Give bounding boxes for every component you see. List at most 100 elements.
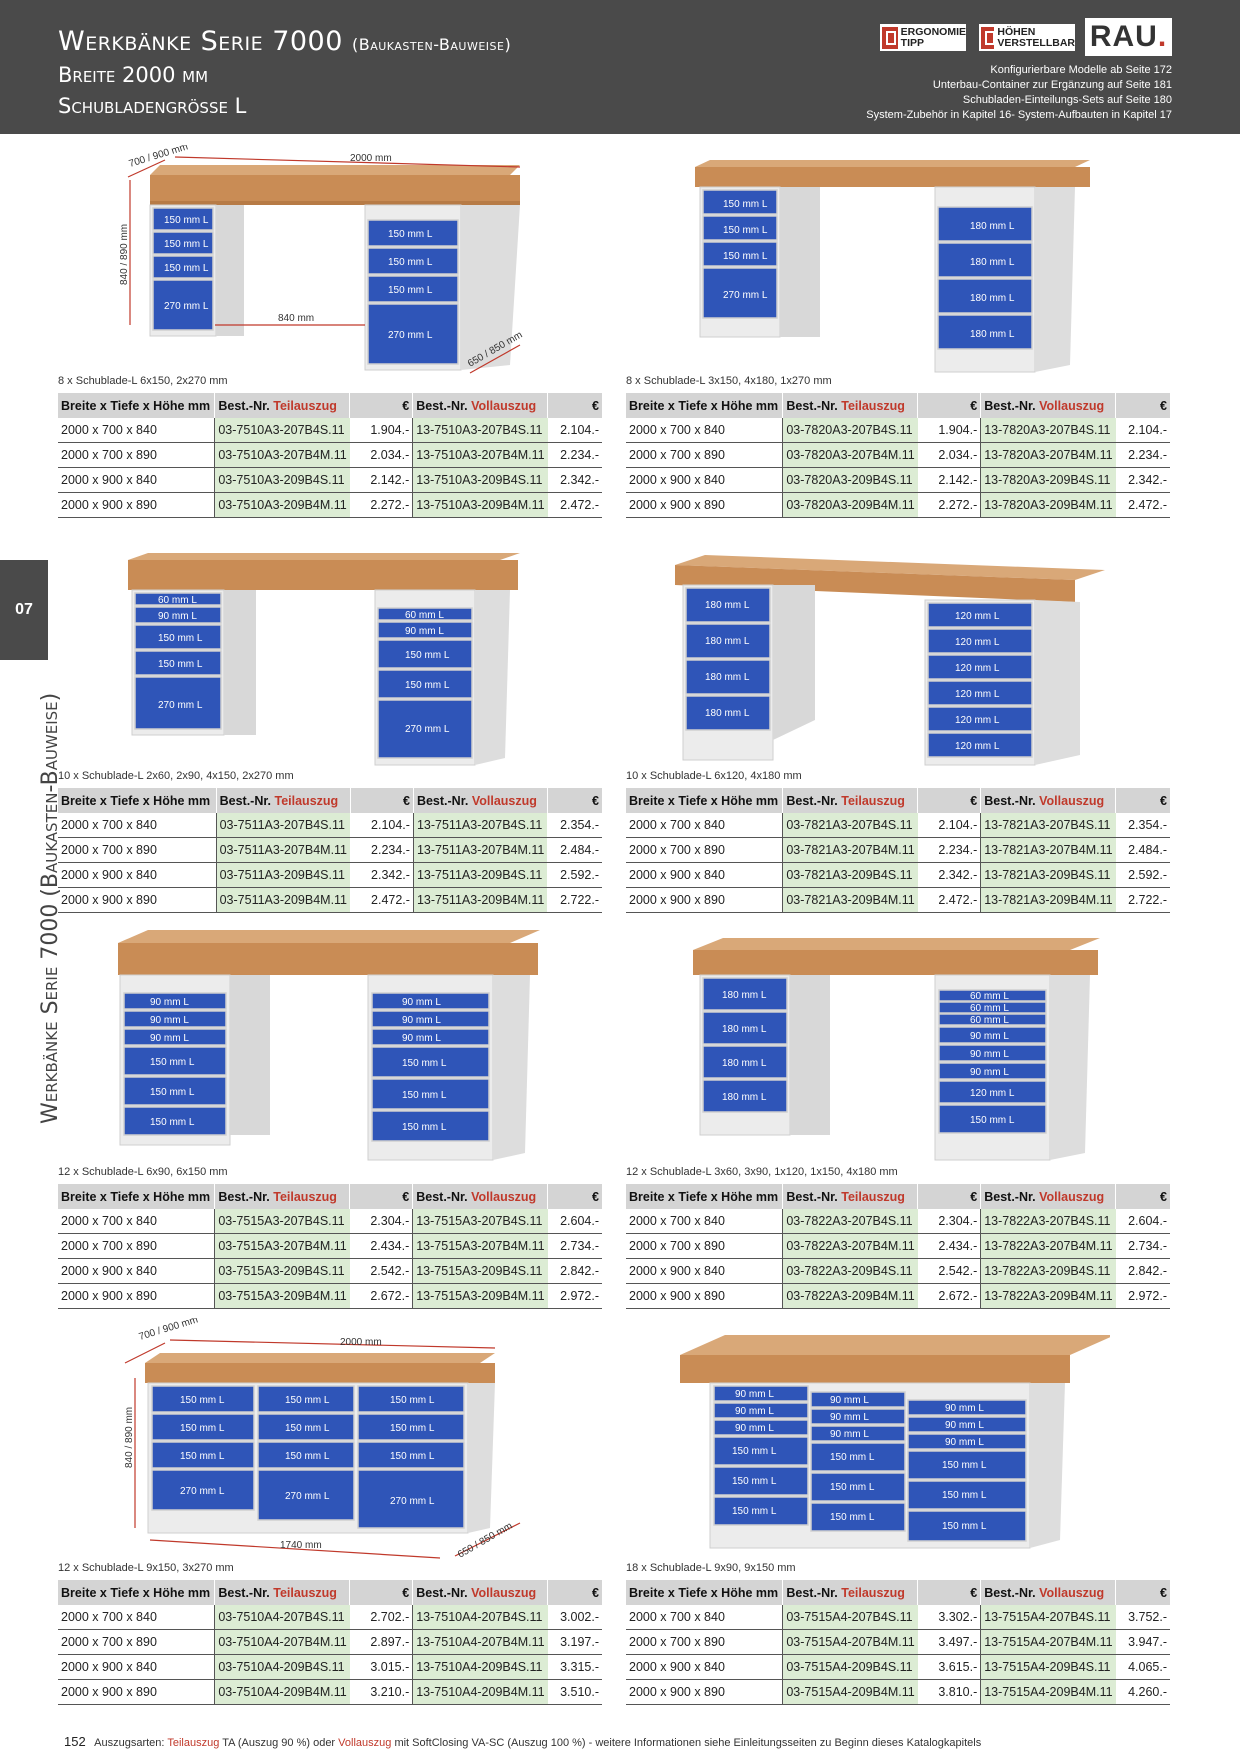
workbench-image-3: 60 mm L 90 mm L 150 mm L 150 mm L 270 mm… bbox=[128, 553, 520, 766]
drawer-label: 150 mm L bbox=[970, 1115, 1015, 1126]
drawer-label: 150 mm L bbox=[164, 215, 209, 226]
drawer-label: 150 mm L bbox=[942, 1521, 987, 1532]
drawer-label: 90 mm L bbox=[945, 1437, 984, 1448]
page-subtitle-drawer-size: Schubladengrösse L bbox=[58, 94, 247, 118]
drawer-label: 120 mm L bbox=[955, 741, 1000, 752]
table-header-row: Breite x Tiefe x Höhe mm Best.-Nr. Teila… bbox=[626, 1580, 1170, 1605]
drawer-label: 150 mm L bbox=[158, 659, 203, 670]
drawer-label: 90 mm L bbox=[735, 1406, 774, 1417]
drawer-label: 60 mm L bbox=[158, 595, 197, 606]
drawer-label: 90 mm L bbox=[150, 1033, 189, 1044]
table-header-row: Breite x Tiefe x Höhe mm Best.-Nr. Teila… bbox=[58, 788, 602, 813]
drawer-label: 90 mm L bbox=[405, 626, 444, 637]
product-caption: 8 x Schublade-L 3x150, 4x180, 1x270 mm bbox=[626, 375, 832, 387]
col-size-header: Breite x Tiefe x Höhe mm bbox=[58, 393, 215, 418]
price-table: Breite x Tiefe x Höhe mm Best.-Nr. Teila… bbox=[626, 1184, 1170, 1309]
page-number: 152 bbox=[64, 1734, 86, 1749]
workbench-image-1: 150 mm L 150 mm L 150 mm L 270 mm L 150 … bbox=[120, 145, 524, 374]
drawer-label: 180 mm L bbox=[970, 329, 1015, 340]
product-caption: 18 x Schublade-L 9x90, 9x150 mm bbox=[626, 1562, 796, 1574]
drawer-label: 150 mm L bbox=[723, 199, 768, 210]
drawer-label: 120 mm L bbox=[955, 637, 1000, 648]
col-teilauszug-header: Best.-Nr. Teilauszug bbox=[214, 393, 350, 418]
drawer-label: 90 mm L bbox=[735, 1423, 774, 1434]
workbench-image-7: 150 mm L 150 mm L 150 mm L 270 mm L 150 … bbox=[124, 1318, 521, 1561]
header-note-3: Schubladen-Einteilungs-Sets auf Seite 18… bbox=[962, 94, 1172, 106]
height-adjust-icon bbox=[981, 26, 996, 49]
workbench-image-2: 150 mm L 150 mm L 150 mm L 270 mm L 180 … bbox=[695, 160, 1090, 373]
header-note-1: Konfigurierbare Modelle ab Seite 172 bbox=[990, 64, 1172, 76]
chapter-tab: 07 bbox=[0, 560, 48, 660]
drawer-label: 90 mm L bbox=[402, 997, 441, 1008]
drawer-label: 180 mm L bbox=[705, 672, 750, 683]
drawer-label: 150 mm L bbox=[732, 1476, 777, 1487]
drawer-label: 150 mm L bbox=[732, 1506, 777, 1517]
table-header-row: Breite x Tiefe x Höhe mm Best.-Nr. Teila… bbox=[58, 393, 602, 418]
drawer-label: 270 mm L bbox=[285, 1491, 330, 1502]
drawer-label: 60 mm L bbox=[970, 991, 1009, 1002]
drawer-label: 180 mm L bbox=[722, 990, 767, 1001]
price-table: Breite x Tiefe x Höhe mm Best.-Nr. Teila… bbox=[58, 1580, 602, 1705]
table-header-row: Breite x Tiefe x Höhe mm Best.-Nr. Teila… bbox=[626, 393, 1170, 418]
product-caption: 12 x Schublade-L 9x150, 3x270 mm bbox=[58, 1562, 234, 1574]
drawer-label: 90 mm L bbox=[735, 1389, 774, 1400]
drawer-label: 150 mm L bbox=[150, 1117, 195, 1128]
product-caption: 12 x Schublade-L 3x60, 3x90, 1x120, 1x15… bbox=[626, 1166, 898, 1178]
product-caption: 10 x Schublade-L 2x60, 2x90, 4x150, 2x27… bbox=[58, 770, 294, 782]
drawer-label: 150 mm L bbox=[942, 1460, 987, 1471]
table-header-row: Breite x Tiefe x Höhe mm Best.-Nr. Teila… bbox=[626, 788, 1170, 813]
drawer-label: 150 mm L bbox=[164, 239, 209, 250]
drawer-label: 90 mm L bbox=[150, 997, 189, 1008]
drawer-label: 90 mm L bbox=[402, 1033, 441, 1044]
drawer-label: 90 mm L bbox=[402, 1015, 441, 1026]
drawer-label: 90 mm L bbox=[945, 1403, 984, 1414]
drawer-label: 270 mm L bbox=[405, 724, 450, 735]
drawer-label: 150 mm L bbox=[402, 1122, 447, 1133]
drawer-label: 150 mm L bbox=[390, 1423, 435, 1434]
drawer-label: 150 mm L bbox=[405, 650, 450, 661]
rau-logo: RAU. bbox=[1085, 18, 1172, 56]
drawer-label: 60 mm L bbox=[970, 1015, 1009, 1026]
price-table: Breite x Tiefe x Höhe mm Best.-Nr. Teila… bbox=[58, 1184, 602, 1309]
drawer-label: 150 mm L bbox=[732, 1446, 777, 1457]
drawer-label: 120 mm L bbox=[970, 1088, 1015, 1099]
header-note-2: Unterbau-Container zur Ergänzung auf Sei… bbox=[932, 79, 1172, 91]
drawer-label: 120 mm L bbox=[955, 689, 1000, 700]
drawer-label: 270 mm L bbox=[164, 301, 209, 312]
drawer-label: 90 mm L bbox=[945, 1420, 984, 1431]
col-vollauszug-header: Best.-Nr. Vollauszug bbox=[412, 393, 548, 418]
drawer-label: 150 mm L bbox=[402, 1058, 447, 1069]
dim-width-label: 2000 mm bbox=[350, 153, 392, 164]
drawer-label: 150 mm L bbox=[285, 1451, 330, 1462]
drawer-label: 150 mm L bbox=[180, 1451, 225, 1462]
page-title: Werkbänke Serie 7000 (Baukasten-Bauweise… bbox=[58, 26, 512, 57]
product-caption: 8 x Schublade-L 6x150, 2x270 mm bbox=[58, 375, 228, 387]
drawer-label: 180 mm L bbox=[705, 600, 750, 611]
table-header-row: Breite x Tiefe x Höhe mm Best.-Nr. Teila… bbox=[58, 1580, 602, 1605]
workbench-image-4: 180 mm L 180 mm L 180 mm L 180 mm L 120 … bbox=[675, 555, 1105, 766]
drawer-label: 150 mm L bbox=[388, 285, 433, 296]
price-table: Breite x Tiefe x Höhe mm Best.-Nr. Teila… bbox=[626, 393, 1170, 518]
product-caption: 10 x Schublade-L 6x120, 4x180 mm bbox=[626, 770, 802, 782]
table-header-row: Breite x Tiefe x Höhe mm Best.-Nr. Teila… bbox=[626, 1184, 1170, 1209]
dim-depth-label: 700 / 900 mm bbox=[138, 1318, 200, 1343]
drawer-label: 90 mm L bbox=[970, 1031, 1009, 1042]
